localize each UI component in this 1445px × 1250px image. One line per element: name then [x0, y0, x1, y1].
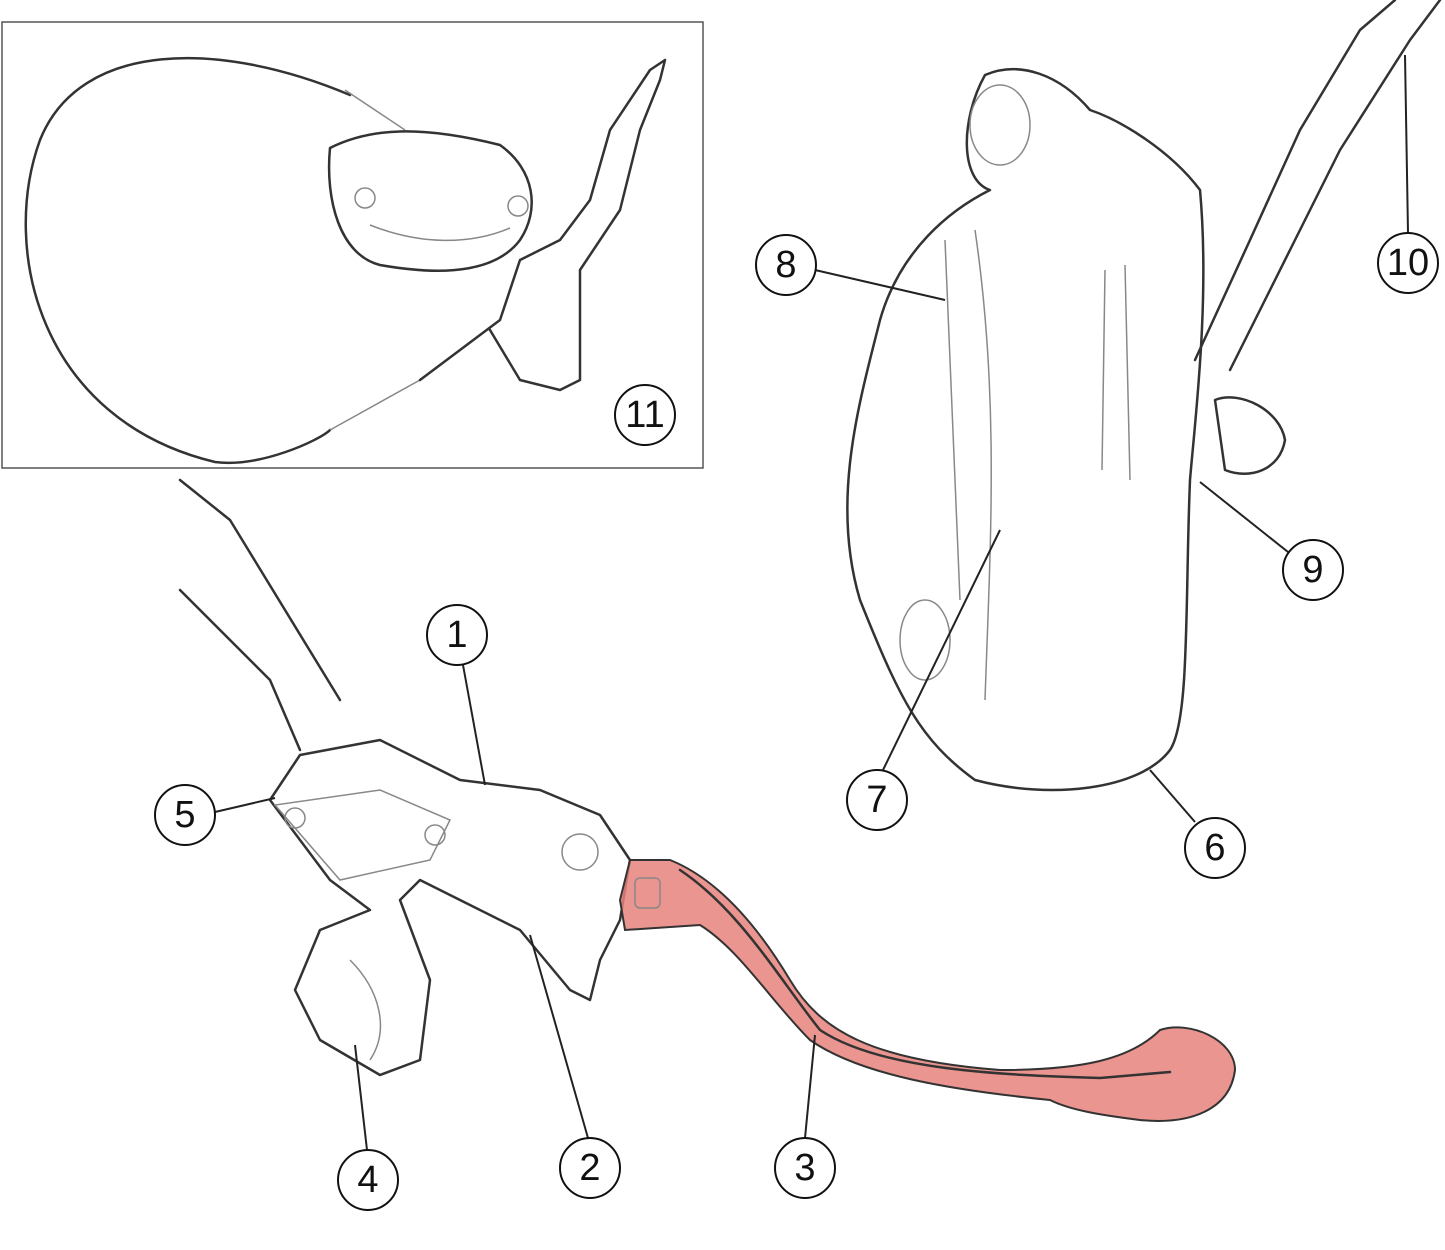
callout-7[interactable]: 7	[846, 769, 908, 831]
callout-6[interactable]: 6	[1184, 817, 1246, 879]
callout-label: 1	[446, 614, 467, 656]
callout-label: 9	[1302, 549, 1323, 591]
callout-11[interactable]: 11	[614, 384, 676, 446]
callout-label: 7	[866, 779, 887, 821]
callout-label: 8	[775, 244, 796, 286]
callout-10[interactable]: 10	[1377, 232, 1439, 294]
callout-label: 4	[357, 1159, 378, 1201]
callout-8[interactable]: 8	[755, 234, 817, 296]
callout-9[interactable]: 9	[1282, 539, 1344, 601]
callout-3[interactable]: 3	[774, 1137, 836, 1199]
brake-caliper	[846, 0, 1442, 792]
inset-assembly	[1, 21, 704, 469]
callout-label: 2	[579, 1147, 600, 1189]
callout-1[interactable]: 1	[426, 604, 488, 666]
master-cylinder	[178, 478, 632, 1077]
callout-label: 5	[174, 794, 195, 836]
callout-label: 3	[794, 1147, 815, 1189]
leader-lines	[214, 54, 1409, 1151]
callout-5[interactable]: 5	[154, 784, 216, 846]
callout-label: 11	[625, 394, 664, 436]
callout-label: 10	[1387, 242, 1429, 284]
callout-4[interactable]: 4	[337, 1149, 399, 1211]
callout-2[interactable]: 2	[559, 1137, 621, 1199]
brake-lever	[618, 859, 1237, 1122]
callout-label: 6	[1204, 827, 1225, 869]
